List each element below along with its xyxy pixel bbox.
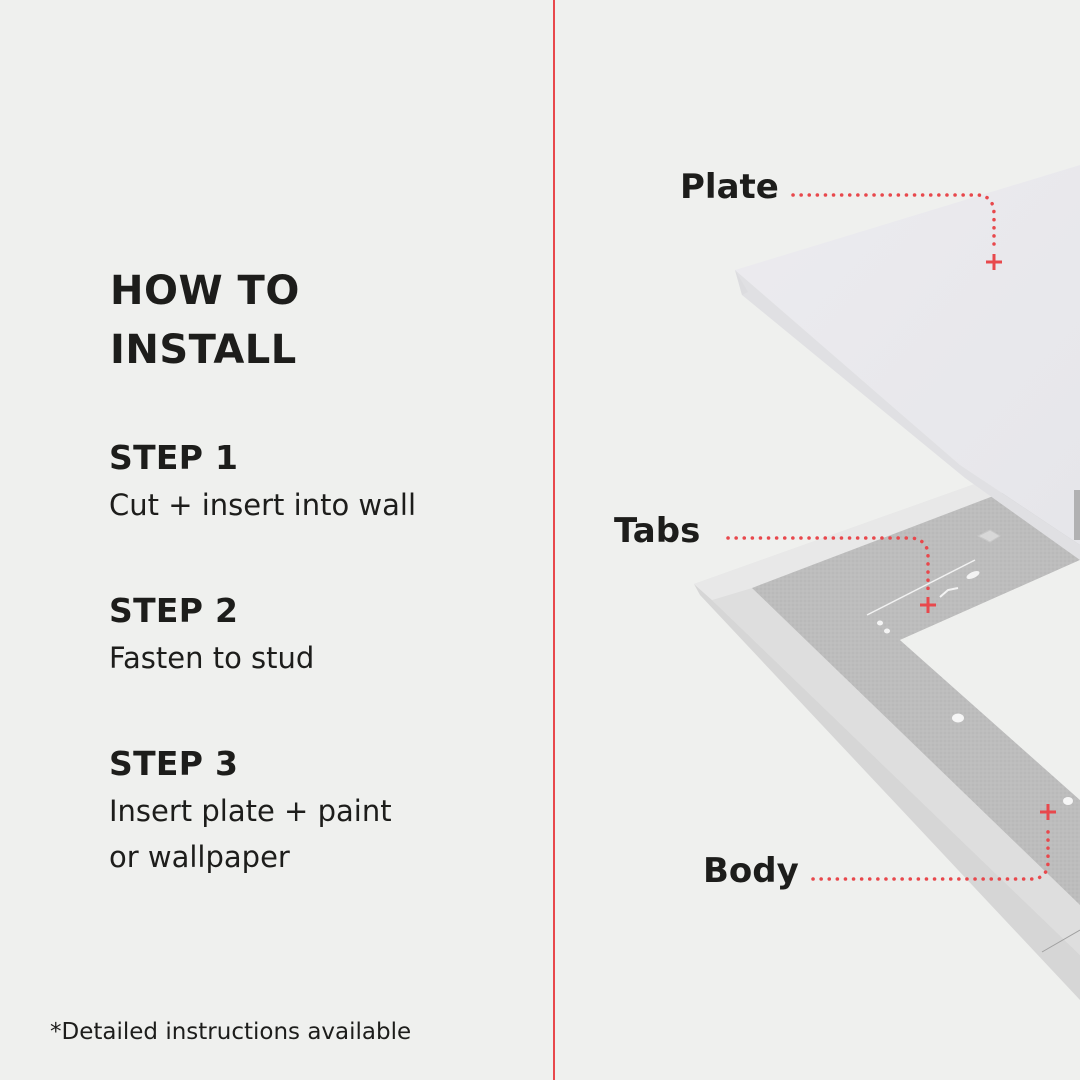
body-plus-marker-icon: [1040, 804, 1056, 820]
plate-plus-marker-icon: [986, 254, 1002, 270]
body-callout-line: [811, 823, 1050, 881]
step-2-text: Fasten to stud: [109, 635, 314, 681]
title-line-1: HOW TO: [110, 268, 300, 314]
step-3-text-line-2: or wallpaper: [109, 840, 290, 874]
product-illustration: Plate Tabs Body: [555, 0, 1080, 1080]
plate-callout-line: [791, 193, 996, 252]
body-frame: [694, 470, 1080, 1000]
step-3-text-line-1: Insert plate + paint: [109, 794, 392, 828]
title-line-2: INSTALL: [110, 327, 297, 373]
plate: [735, 165, 1080, 560]
body-label: Body: [703, 851, 799, 891]
step-1-heading: STEP 1: [109, 438, 239, 477]
exploded-view-diagram: [694, 165, 1080, 1000]
step-2-heading: STEP 2: [109, 591, 239, 630]
step-2: STEP 2 Fasten to stud: [109, 591, 314, 681]
page-title: HOW TO INSTALL: [110, 262, 300, 380]
step-3: STEP 3 Insert plate + paint or wallpaper: [109, 744, 392, 880]
step-1-text-line-1: Cut + insert into wall: [109, 488, 417, 522]
step-1-text: Cut + insert into wall: [109, 482, 416, 528]
instructions-panel: HOW TO INSTALL STEP 1 Cut + insert into …: [50, 262, 416, 1045]
plate-label: Plate: [680, 167, 779, 207]
tabs-plus-marker-icon: [920, 597, 936, 613]
tabs-callout-line: [726, 536, 930, 594]
footnote: *Detailed instructions available: [50, 1019, 412, 1045]
vertical-divider: [553, 0, 555, 1080]
step-3-text: Insert plate + paint or wallpaper: [109, 788, 392, 880]
tabs-label: Tabs: [614, 511, 701, 551]
step-3-heading: STEP 3: [109, 744, 239, 783]
step-1: STEP 1 Cut + insert into wall: [109, 438, 416, 528]
step-2-text-line-1: Fasten to stud: [109, 641, 315, 675]
